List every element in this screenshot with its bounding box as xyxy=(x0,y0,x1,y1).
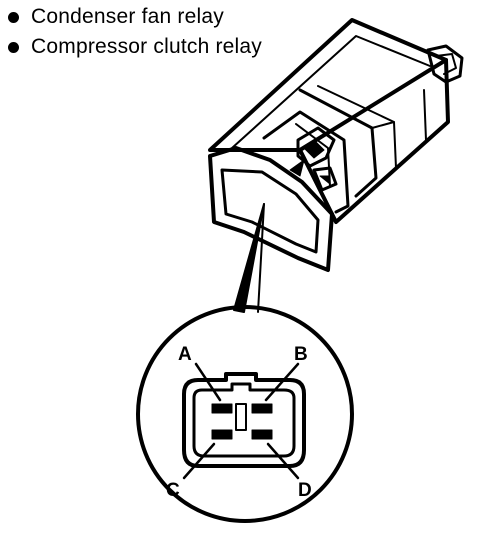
bullet-item-condenser-fan-relay: Condenser fan relay xyxy=(6,2,262,32)
bullet-label: Compressor clutch relay xyxy=(31,35,263,58)
leader-line-a xyxy=(194,362,222,402)
zoom-callout xyxy=(233,203,265,313)
relay-body xyxy=(208,18,464,224)
terminal-label-a: A xyxy=(178,344,192,365)
leader-line-b xyxy=(264,362,300,402)
leader-line-d xyxy=(266,442,300,480)
connector-detail-circle: A B C D xyxy=(136,305,354,523)
bullet-dot-icon xyxy=(8,41,19,53)
terminal-slot-c xyxy=(211,429,233,440)
bullet-dot-icon xyxy=(8,11,19,23)
relay-connector-face xyxy=(208,110,350,272)
leader-line-c xyxy=(182,442,216,480)
terminal-slot-d xyxy=(251,429,273,440)
terminal-label-c: C xyxy=(166,480,180,501)
terminal-label-b: B xyxy=(294,344,308,365)
terminal-slot-b xyxy=(251,403,273,414)
bullet-label: Condenser fan relay xyxy=(31,5,224,28)
terminal-label-d: D xyxy=(298,480,312,501)
bullet-item-compressor-clutch-relay: Compressor clutch relay xyxy=(6,32,262,62)
terminal-slot-a xyxy=(211,403,233,414)
relay-list: Condenser fan relay Compressor clutch re… xyxy=(6,2,262,62)
